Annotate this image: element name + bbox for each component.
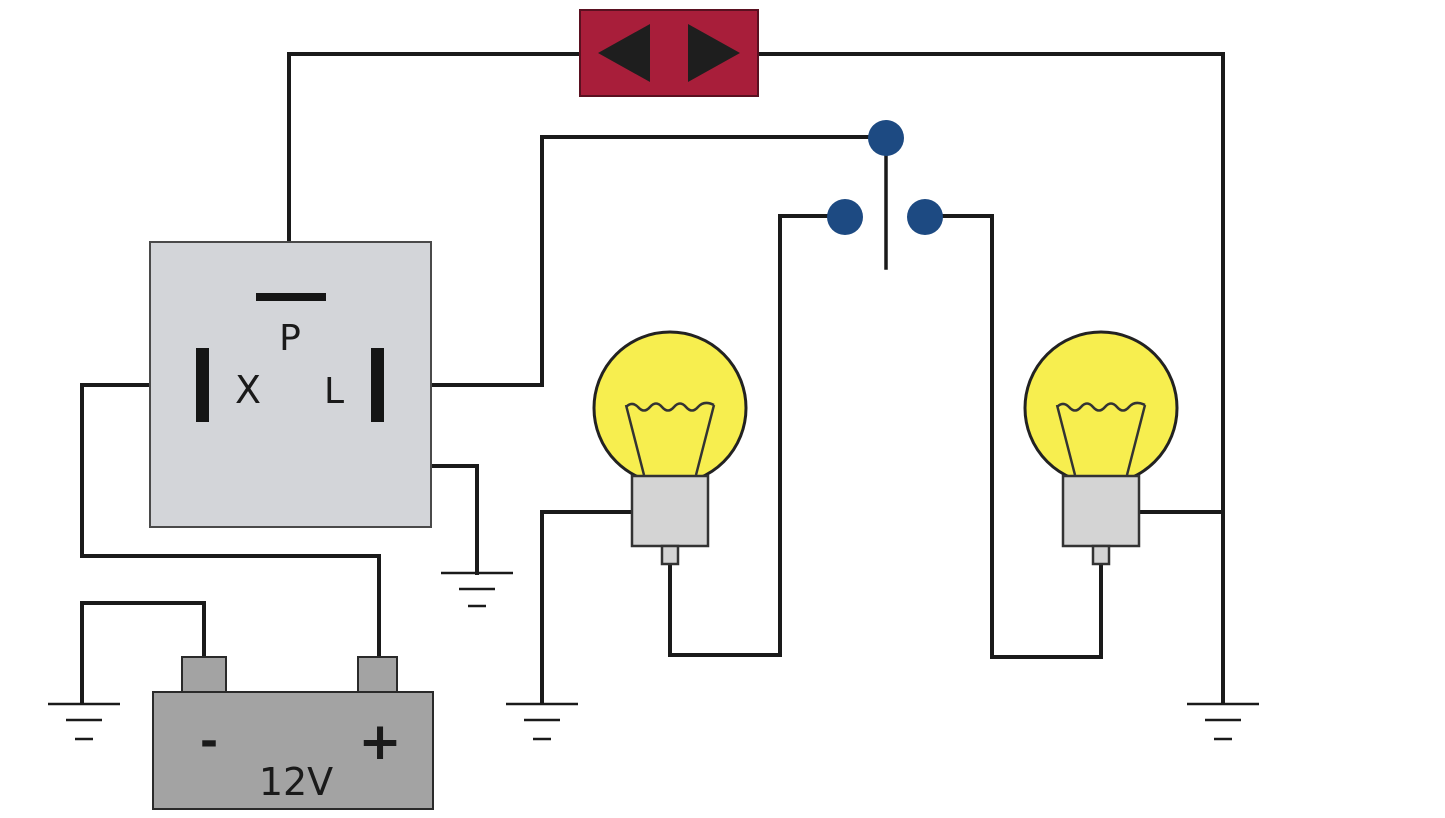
flasher-body bbox=[149, 241, 432, 528]
battery-terminal-negative bbox=[181, 656, 227, 695]
battery: - + 12V bbox=[152, 656, 434, 810]
ground-symbol bbox=[48, 702, 120, 741]
arrow-right-icon bbox=[688, 24, 740, 82]
switch-contact-left bbox=[827, 199, 863, 235]
lamp-left bbox=[592, 330, 748, 566]
bulb-base bbox=[1061, 474, 1141, 548]
wire-left-bulb-to-ground bbox=[540, 510, 634, 705]
terminal-p-label: P bbox=[279, 318, 301, 359]
flasher-relay: P X L bbox=[149, 241, 432, 528]
arrow-left-icon bbox=[598, 24, 650, 82]
turn-switch bbox=[827, 120, 943, 235]
wire-x-to-battery-positive bbox=[80, 383, 381, 660]
terminal-x-bar bbox=[196, 348, 209, 422]
bulb-base bbox=[630, 474, 710, 548]
bulb-tip bbox=[1091, 544, 1111, 566]
battery-voltage-label: 12V bbox=[259, 760, 333, 804]
wire-flasher-to-ground bbox=[426, 464, 479, 575]
battery-terminal-positive bbox=[357, 656, 398, 695]
terminal-l-bar bbox=[371, 348, 384, 422]
ground-symbol bbox=[506, 702, 578, 741]
bulb-filament bbox=[624, 401, 716, 476]
terminal-p-bar bbox=[256, 293, 326, 301]
switch-contact-common bbox=[868, 120, 904, 156]
wire-p-to-indicator bbox=[287, 52, 582, 298]
switch-contact-right bbox=[907, 199, 943, 235]
bulb-glass bbox=[1023, 330, 1179, 486]
terminal-x-label: X bbox=[235, 368, 261, 412]
terminal-l-label: L bbox=[324, 371, 344, 412]
lamp-right bbox=[1023, 330, 1179, 566]
turn-indicator bbox=[579, 9, 759, 97]
wire-battery-negative-to-ground bbox=[80, 601, 206, 705]
wire-switch-to-left-bulb bbox=[668, 214, 847, 657]
ground-symbol bbox=[1187, 702, 1259, 741]
bulb-filament bbox=[1055, 401, 1147, 476]
bulb-glass bbox=[592, 330, 748, 486]
wire-switch-to-right-bulb bbox=[923, 214, 1103, 659]
wires bbox=[80, 52, 1225, 705]
battery-positive-label: + bbox=[358, 712, 402, 772]
battery-body bbox=[152, 691, 434, 810]
bulb-tip bbox=[660, 544, 680, 566]
wire-indicator-to-right-ground bbox=[756, 52, 1225, 705]
wire-l-to-switch bbox=[381, 135, 888, 387]
ground-symbol bbox=[441, 571, 513, 608]
battery-negative-label: - bbox=[200, 716, 218, 767]
